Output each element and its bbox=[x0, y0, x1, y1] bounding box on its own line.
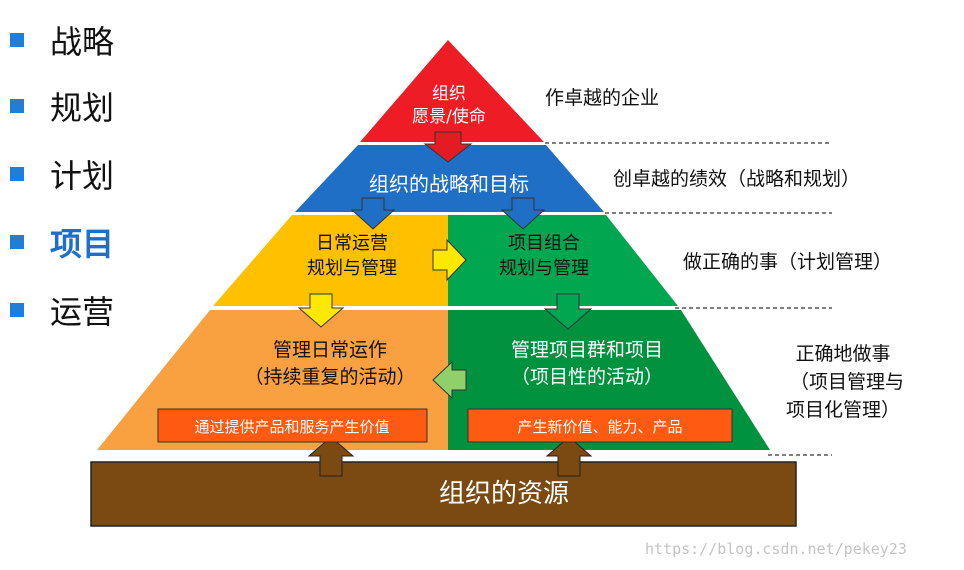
portfolio-planning-line2: 规划与管理 bbox=[499, 258, 589, 279]
menu-item-label: 计划 bbox=[50, 157, 115, 195]
arrow-up-icon bbox=[307, 436, 355, 477]
arrow-right-icon bbox=[432, 238, 467, 282]
watermark: https://blog.csdn.net/pekey23 bbox=[645, 540, 907, 558]
annotation-things-right-line3: 项目化管理） bbox=[786, 399, 900, 421]
annotation-right-things: 做正确的事（计划管理） bbox=[683, 251, 892, 273]
projects-line1: 管理项目群和项目 bbox=[511, 339, 663, 361]
arrow-down-icon bbox=[297, 293, 345, 328]
annotation-things-right-line1: 正确地做事 bbox=[795, 343, 890, 365]
square-bullet-icon bbox=[10, 99, 24, 113]
arrow-left-icon bbox=[432, 360, 467, 400]
menu-item-strategy[interactable]: 战略 bbox=[10, 20, 115, 61]
menu-item-label: 运营 bbox=[50, 293, 115, 331]
arrow-down-icon bbox=[350, 197, 396, 230]
base-resources bbox=[90, 461, 797, 527]
arrow-down-icon bbox=[423, 131, 473, 163]
base-label: 组织的资源 bbox=[439, 479, 569, 509]
portfolio-planning-line1: 项目组合 bbox=[508, 233, 580, 254]
tier-vision bbox=[360, 40, 544, 142]
menu-item-label: 项目 bbox=[50, 225, 115, 263]
value-box-right bbox=[467, 408, 733, 443]
arrow-up-icon bbox=[545, 436, 593, 477]
strategy-label: 组织的战略和目标 bbox=[369, 172, 529, 196]
operations-planning-line1: 日常运营 bbox=[316, 233, 388, 254]
tier-operations-planning bbox=[213, 215, 448, 306]
menu-item-label: 规划 bbox=[50, 89, 115, 127]
daily-operations-line2: （持续重复的活动） bbox=[244, 366, 415, 388]
projects-line2: （项目性的活动） bbox=[511, 366, 663, 388]
menu-item-program[interactable]: 计划 bbox=[10, 154, 115, 195]
value-box-left bbox=[157, 408, 428, 443]
daily-operations-line1: 管理日常运作 bbox=[273, 339, 387, 361]
arrow-down-icon bbox=[500, 197, 546, 230]
square-bullet-icon bbox=[10, 33, 24, 47]
tier-portfolio-planning bbox=[448, 215, 678, 306]
menu-item-label: 战略 bbox=[50, 23, 115, 61]
tier-strategy bbox=[295, 145, 604, 212]
value-box-right-label: 产生新价值、能力、产品 bbox=[517, 418, 682, 436]
menu-item-project[interactable]: 项目 bbox=[10, 222, 115, 263]
value-box-left-label: 通过提供产品和服务产生价值 bbox=[194, 418, 389, 436]
menu-item-operations[interactable]: 运营 bbox=[10, 290, 115, 331]
annotation-excellent-performance: 创卓越的绩效（战略和规划） bbox=[613, 168, 860, 190]
annotation-excellent-enterprise: 作卓越的企业 bbox=[545, 87, 659, 109]
annotation-things-right-line2: （项目管理与 bbox=[790, 371, 904, 393]
arrow-down-icon bbox=[543, 293, 593, 330]
operations-planning-line2: 规划与管理 bbox=[307, 258, 397, 279]
square-bullet-icon bbox=[10, 235, 24, 249]
menu-item-planning[interactable]: 规划 bbox=[10, 86, 115, 127]
vision-line2: 愿景/使命 bbox=[412, 106, 486, 127]
square-bullet-icon bbox=[10, 167, 24, 181]
dashed-guides bbox=[545, 142, 832, 456]
vision-line1: 组织 bbox=[432, 84, 466, 104]
square-bullet-icon bbox=[10, 303, 24, 317]
